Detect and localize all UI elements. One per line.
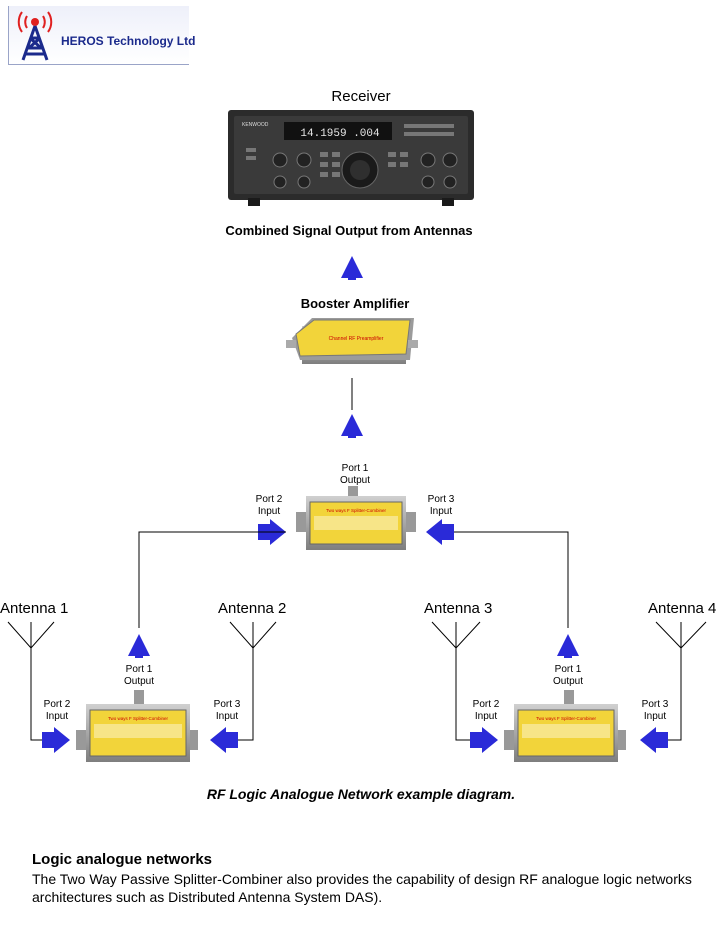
antenna-tower-icon bbox=[17, 11, 53, 61]
left-port3-label: Port 3 Input bbox=[213, 699, 241, 722]
booster-label: Channel RF Preamplifier bbox=[329, 336, 384, 342]
booster-title: Booster Amplifier bbox=[300, 296, 410, 311]
right-combiner: Two ways F Splitter-Combiner bbox=[504, 690, 626, 762]
right-port2-label: Port 2 Input bbox=[472, 699, 500, 722]
top-port3-label: Port 3 Input bbox=[427, 494, 455, 517]
arrow-right-right-port2 bbox=[470, 727, 498, 753]
arrow-up-booster-out bbox=[341, 256, 363, 280]
arrow-up-left-combiner bbox=[128, 634, 150, 658]
company-name: HEROS Technology Ltd bbox=[61, 34, 196, 48]
antenna-2-symbol bbox=[229, 621, 277, 741]
top-combiner: Two ways F Splitter-Combiner bbox=[296, 486, 416, 550]
wire-right-branch bbox=[454, 531, 569, 628]
arrow-up-right-combiner bbox=[557, 634, 579, 658]
company-logo: HEROS Technology Ltd bbox=[8, 6, 195, 65]
antenna-1-symbol bbox=[7, 621, 55, 741]
left-port2-label: Port 2 Input bbox=[43, 699, 71, 722]
left-port1-label: Port 1 Output bbox=[123, 664, 155, 687]
right-port1-label: Port 1 Output bbox=[552, 664, 584, 687]
antenna-4-label: Antenna 4 bbox=[648, 600, 717, 617]
arrow-left-right-port3 bbox=[640, 727, 668, 753]
antenna-4-symbol bbox=[655, 621, 707, 741]
booster-amplifier: Channel RF Preamplifier bbox=[286, 318, 418, 364]
antenna-1-label: Antenna 1 bbox=[0, 600, 69, 617]
section-body: The Two Way Passive Splitter-Combiner al… bbox=[32, 871, 692, 905]
antenna-2-label: Antenna 2 bbox=[218, 600, 287, 617]
right-port3-label: Port 3 Input bbox=[641, 699, 669, 722]
receiver-title: Receiver bbox=[331, 88, 391, 105]
top-port1-label: Port 1 Output bbox=[339, 463, 371, 486]
antenna-3-symbol bbox=[431, 621, 481, 741]
top-port2-label: Port 2 Input bbox=[255, 494, 283, 517]
receiver-image: 14.1959 .004 KENWOOD bbox=[228, 110, 474, 206]
right-combiner-label: Two ways F Splitter-Combiner bbox=[536, 716, 597, 721]
diagram-caption: RF Logic Analogue Network example diagra… bbox=[206, 786, 516, 802]
receiver-display: 14.1959 .004 bbox=[300, 128, 380, 140]
arrow-left-left-port3 bbox=[210, 727, 238, 753]
receiver-brand: KENWOOD bbox=[242, 122, 269, 128]
arrow-right-left-port2 bbox=[42, 727, 70, 753]
antenna-3-label: Antenna 3 bbox=[424, 600, 493, 617]
combined-output-label: Combined Signal Output from Antennas bbox=[225, 223, 473, 238]
section-heading: Logic analogue networks bbox=[32, 851, 213, 868]
wire-left-branch bbox=[138, 531, 286, 628]
arrow-up-top-combiner bbox=[341, 414, 363, 438]
left-combiner-label: Two ways F Splitter-Combiner bbox=[108, 716, 169, 721]
top-combiner-label: Two ways F Splitter-Combiner bbox=[326, 508, 387, 513]
left-combiner: Two ways F Splitter-Combiner bbox=[76, 690, 198, 762]
arrow-left-top-port3 bbox=[426, 519, 454, 545]
